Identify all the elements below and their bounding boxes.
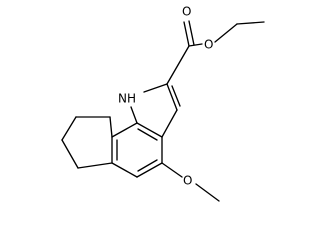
bond-ccarbonyl-o-double-a	[183, 21, 190, 47]
bond-c6-c5	[61, 116, 77, 141]
bond-c8-c8a	[111, 122, 138, 138]
bond-c8a-c4a	[136, 122, 163, 138]
atom-labels: NH O O O	[118, 5, 213, 188]
bond-ch2-ch3	[236, 21, 265, 25]
structure-canvas: NH O O O	[61, 4, 265, 202]
bond-o-ch3	[195, 183, 220, 202]
nh-label: NH	[118, 92, 136, 106]
bond-c8a-c4a-inner	[137, 128, 158, 141]
bond-n-c2	[143, 83, 168, 93]
bond-c8-c7	[109, 116, 113, 138]
ester-oxygen-label: O	[204, 38, 213, 52]
bond-c4-c3a-inner	[137, 159, 158, 172]
bond-c2-c3-inner	[171, 85, 181, 107]
bond-c4-o	[161, 162, 183, 178]
carbonyl-oxygen-label: O	[182, 5, 191, 19]
bond-c2-c3	[166, 83, 178, 111]
bond-c8a-n	[130, 106, 138, 124]
bond-c3-c4a	[161, 109, 178, 138]
bond-ccarbonyl-o-double-b	[188, 20, 195, 46]
bond-c3a-c3b	[111, 162, 138, 178]
bond-c4-c3b	[77, 162, 113, 169]
bond-c5-c4	[61, 139, 79, 169]
bond-ccarbonyl-o-single	[188, 43, 203, 47]
bond-o-ch2	[214, 23, 238, 43]
bond-c4-c3a	[136, 162, 163, 178]
bond-c2-ccarbonyl	[166, 45, 190, 85]
bonds	[61, 20, 265, 202]
methoxy-oxygen-label: O	[183, 174, 192, 188]
